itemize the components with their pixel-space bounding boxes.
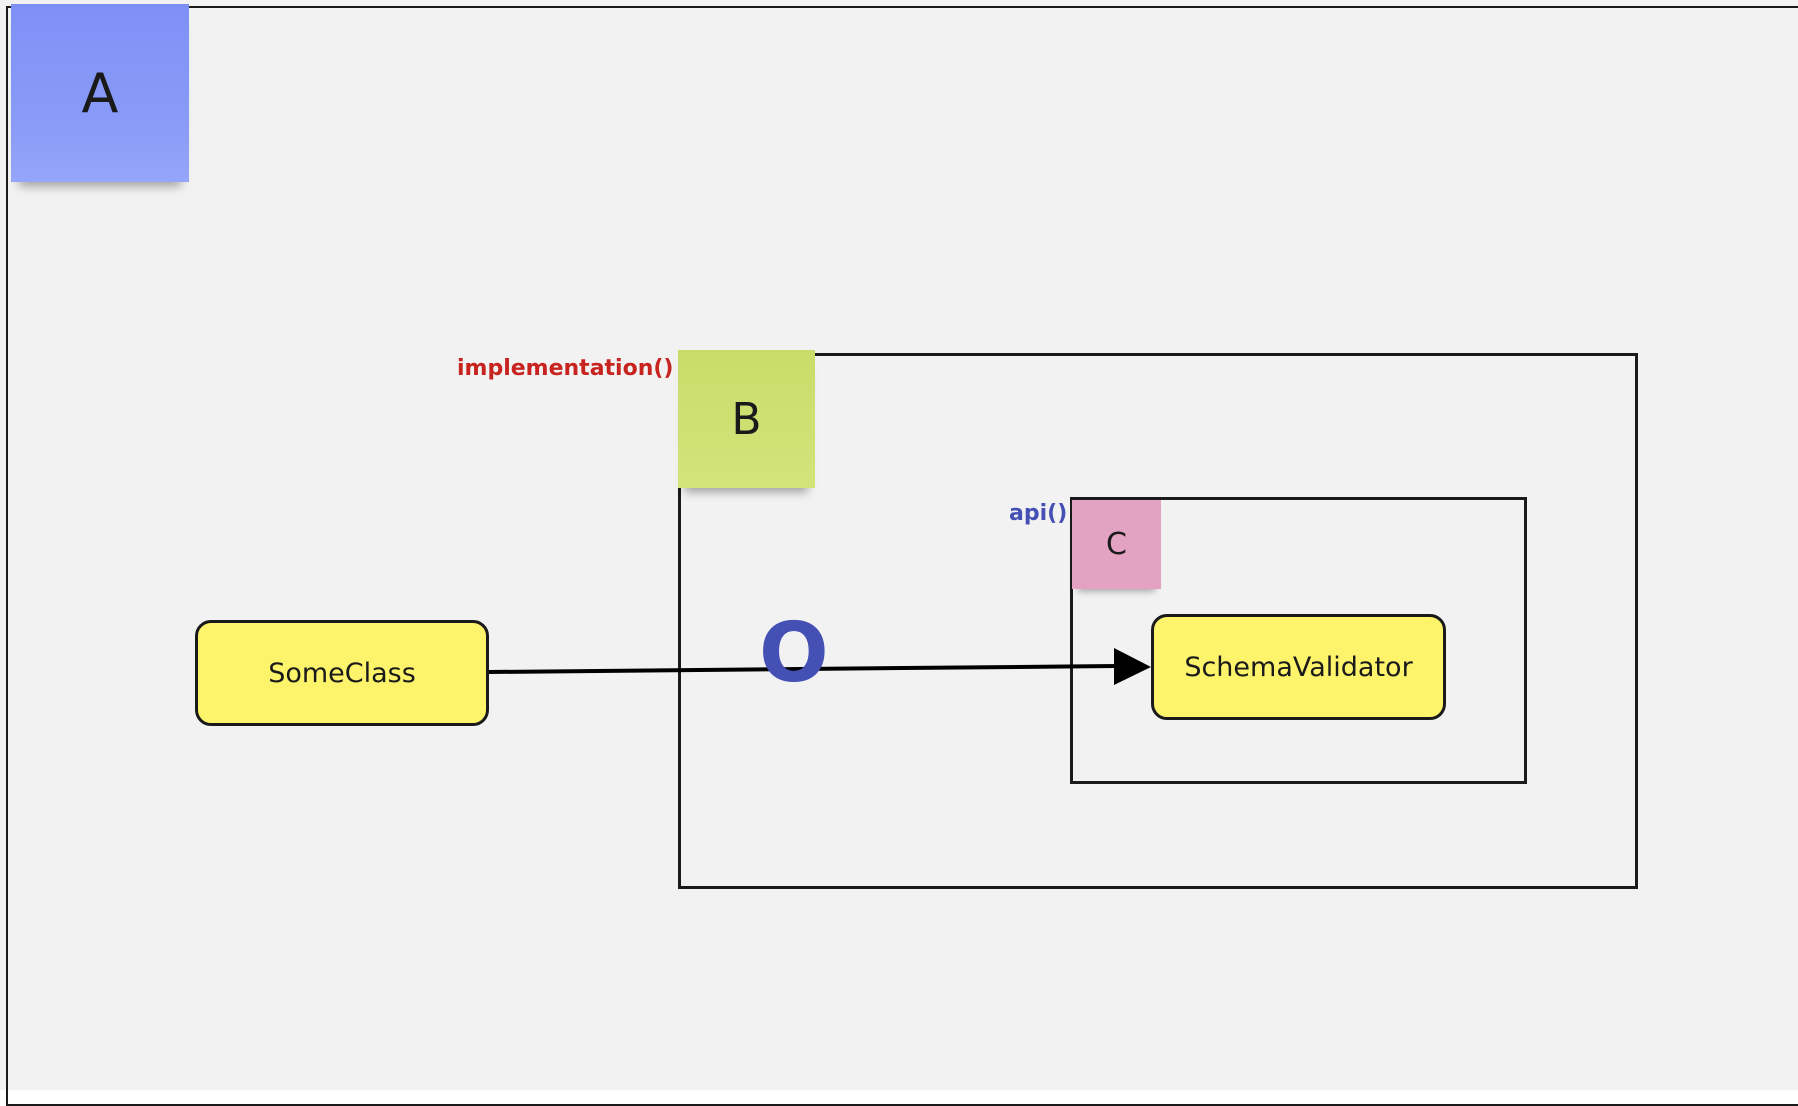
sticky-note-b[interactable]: B xyxy=(678,350,815,488)
someclass-node-label: SomeClass xyxy=(268,657,416,689)
frame-b xyxy=(678,353,1638,889)
someclass-node[interactable]: SomeClass xyxy=(195,620,489,726)
schemavalidator-node[interactable]: SchemaValidator xyxy=(1151,614,1446,720)
implementation-label: implementation() xyxy=(457,356,674,381)
sticky-note-c[interactable]: C xyxy=(1072,500,1161,589)
sticky-note-a-label: A xyxy=(81,61,119,125)
sticky-note-c-label: C xyxy=(1106,527,1127,562)
schemavalidator-node-label: SchemaValidator xyxy=(1184,651,1413,683)
api-label: api() xyxy=(1009,501,1068,526)
sticky-note-a[interactable]: A xyxy=(11,4,189,182)
marker-label: O xyxy=(759,606,829,701)
frame-c xyxy=(1070,497,1527,784)
sticky-note-b-label: B xyxy=(731,393,762,445)
